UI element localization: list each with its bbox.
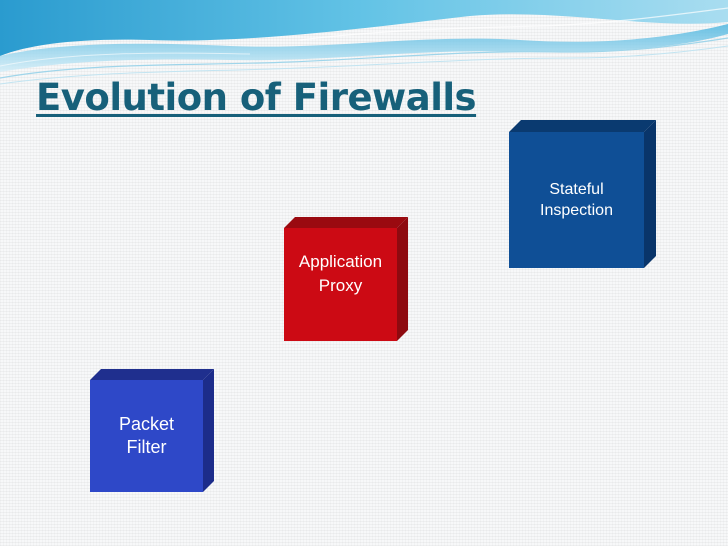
application-proxy-label: Application Proxy xyxy=(284,228,397,341)
application-proxy-block: Application Proxy xyxy=(284,217,408,341)
cube-side-face xyxy=(203,369,214,492)
cube-side-face xyxy=(397,217,408,341)
packet-filter-label: Packet Filter xyxy=(90,380,203,492)
cube-top-face xyxy=(90,369,214,380)
slide-title: Evolution of Firewalls xyxy=(36,74,476,122)
cube-side-face xyxy=(644,120,656,268)
cube-top-face xyxy=(284,217,408,228)
stateful-inspection-label: Stateful Inspection xyxy=(509,132,644,268)
packet-filter-block: Packet Filter xyxy=(90,369,214,492)
cube-top-face xyxy=(509,120,656,132)
stateful-inspection-block: Stateful Inspection xyxy=(509,120,656,268)
